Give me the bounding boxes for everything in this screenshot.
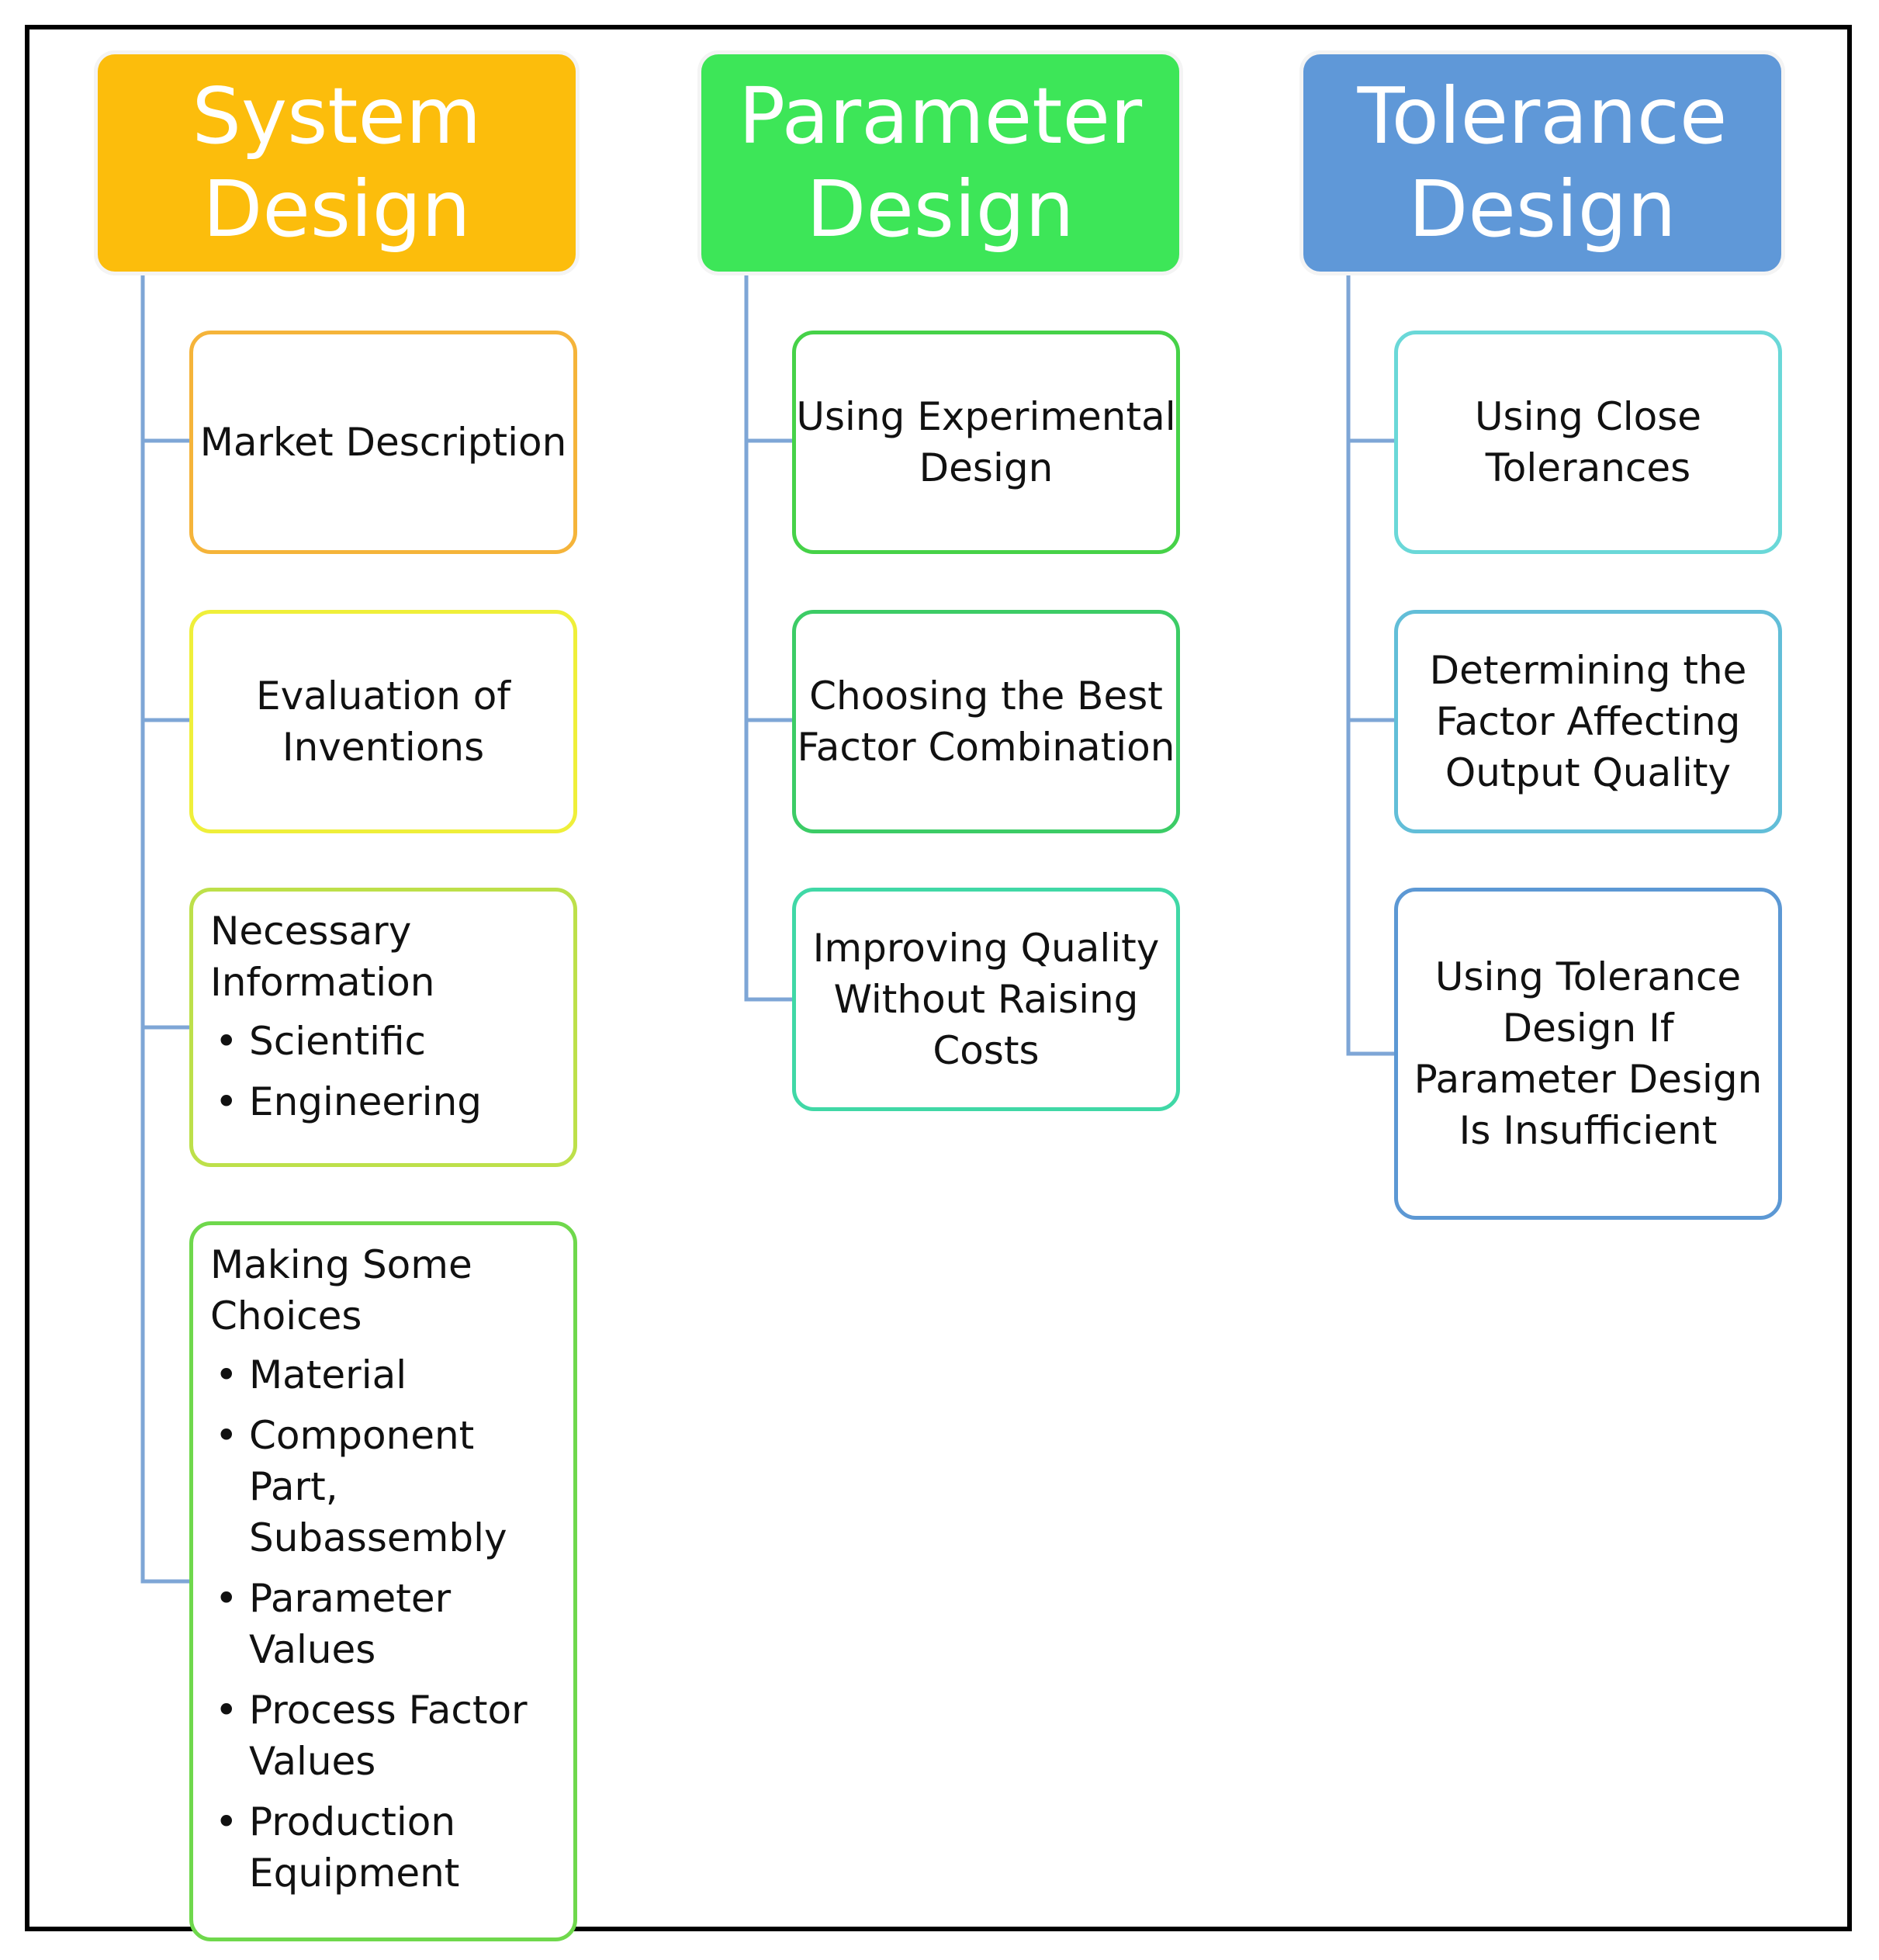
box-evaluation-of-inventions: Evaluation of Inventions — [189, 610, 577, 833]
box-label: Using Close Tolerances — [1474, 394, 1702, 490]
list-item: Parameter Values — [215, 1573, 573, 1675]
header-title: System Design — [192, 71, 482, 255]
list-item: Production Equipment — [215, 1796, 573, 1899]
box-label: Improving Quality Without Raising Costs — [812, 926, 1160, 1073]
box-label: Determining the Factor Affecting Output … — [1429, 648, 1747, 795]
box-label: Using Tolerance Design If Parameter Desi… — [1414, 954, 1763, 1153]
box-using-tolerance-design: Using Tolerance Design If Parameter Desi… — [1394, 888, 1782, 1220]
box-improving-quality: Improving Quality Without Raising Costs — [792, 888, 1180, 1111]
box-using-experimental-design: Using Experimental Design — [792, 331, 1180, 554]
box-label: Market Description — [199, 420, 567, 465]
header-title: Parameter Design — [738, 71, 1143, 255]
header-tolerance-design: Tolerance Design — [1303, 54, 1781, 272]
header-system-design: System Design — [98, 54, 576, 272]
header-parameter-design: Parameter Design — [701, 54, 1179, 272]
box-making-some-choices: Making Some Choices Material Component P… — [189, 1221, 577, 1941]
diagram-frame — [25, 25, 1852, 1931]
bullet-list: Scientific Engineering — [210, 1016, 573, 1127]
bullet-list: Material Component Part, Subassembly Par… — [210, 1349, 573, 1899]
header-title: Tolerance Design — [1357, 71, 1728, 255]
list-item: Process Factor Values — [215, 1685, 573, 1787]
box-label: Necessary Information — [210, 909, 435, 1005]
list-item: Scientific — [215, 1016, 573, 1067]
list-item: Engineering — [215, 1076, 573, 1127]
box-market-description: Market Description — [189, 331, 577, 554]
box-label: Making Some Choices — [210, 1242, 472, 1338]
box-label: Evaluation of Inventions — [256, 674, 510, 770]
list-item: Component Part, Subassembly — [215, 1410, 573, 1563]
box-necessary-information: Necessary Information Scientific Enginee… — [189, 888, 577, 1167]
box-determining-factor: Determining the Factor Affecting Output … — [1394, 610, 1782, 833]
box-label: Using Experimental Design — [796, 394, 1176, 490]
box-using-close-tolerances: Using Close Tolerances — [1394, 331, 1782, 554]
box-label: Choosing the Best Factor Combination — [797, 674, 1175, 770]
box-choosing-best-factor-combination: Choosing the Best Factor Combination — [792, 610, 1180, 833]
list-item: Material — [215, 1349, 573, 1401]
